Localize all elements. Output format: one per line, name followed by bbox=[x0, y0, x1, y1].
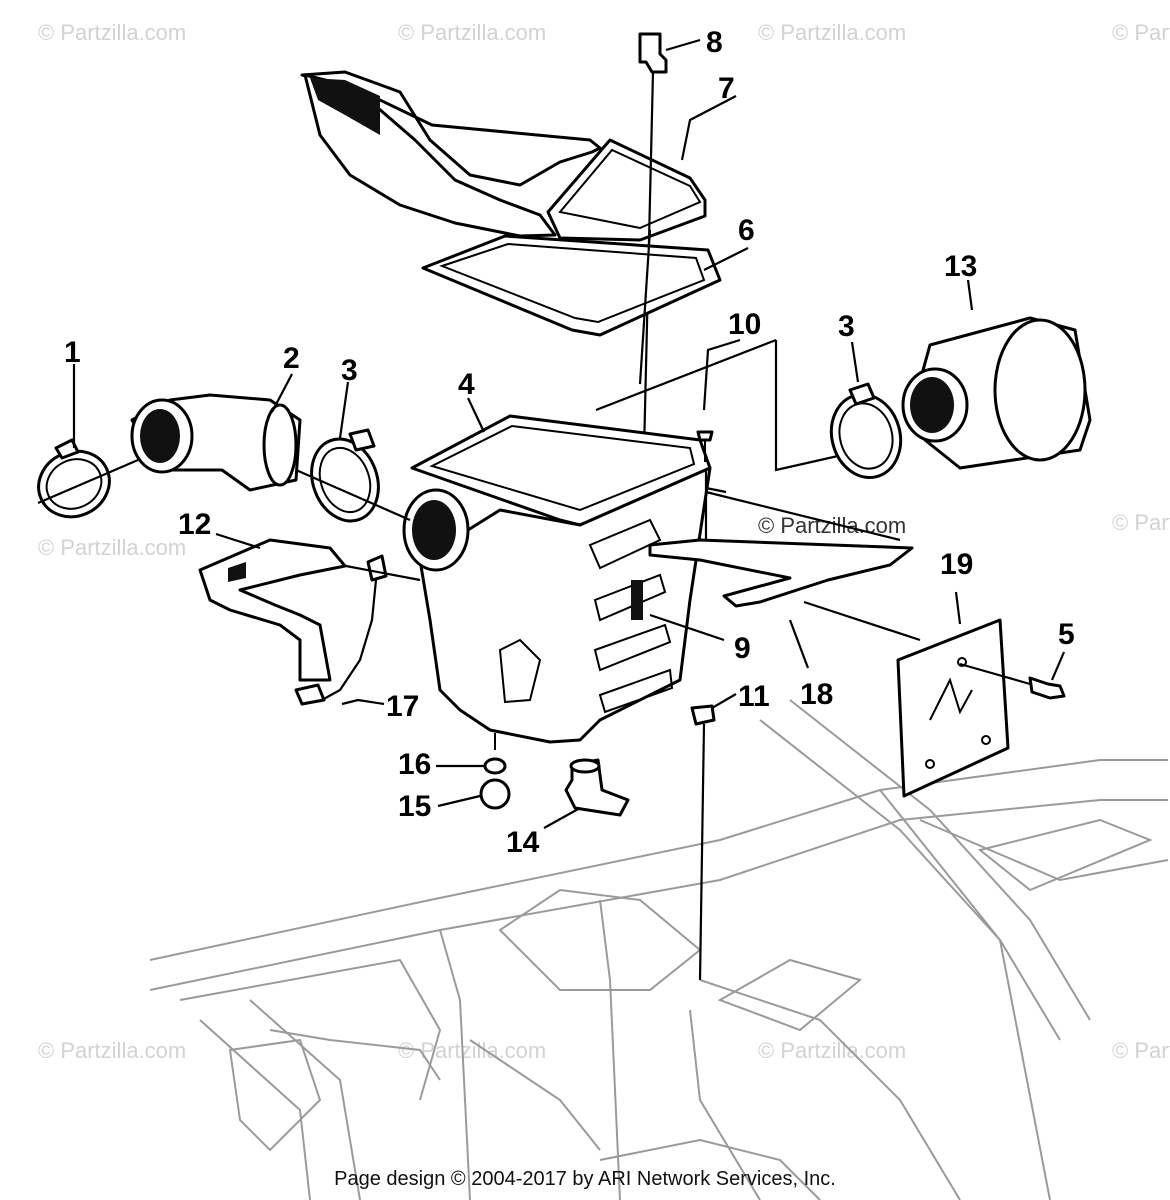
callout-13: 13 bbox=[944, 250, 977, 283]
watermark: © Partzilla.com bbox=[758, 1038, 906, 1063]
callout-18: 18 bbox=[800, 678, 833, 711]
part-9-spring bbox=[631, 580, 643, 620]
watermark: © Partzilla.com bbox=[1112, 510, 1170, 535]
vehicle-frame bbox=[149, 699, 1169, 1200]
part-16-drain-grommet bbox=[483, 757, 507, 775]
assembly-lines bbox=[37, 229, 1031, 981]
callout-3-left: 3 bbox=[341, 354, 358, 387]
watermark: © Partzilla.com bbox=[758, 20, 906, 45]
part-2-intake-boot bbox=[130, 393, 302, 492]
callout-leaders bbox=[72, 38, 1066, 829]
part-3-hose-clamp-right bbox=[829, 382, 903, 480]
callout-12: 12 bbox=[178, 508, 211, 541]
part-6-cover-gasket bbox=[421, 234, 722, 337]
watermark: © Partzilla.com bbox=[398, 20, 546, 45]
callout-10: 10 bbox=[728, 308, 761, 341]
watermark: © Partzilla.com bbox=[1112, 1038, 1170, 1063]
part-4-air-box bbox=[402, 414, 712, 750]
callout-1: 1 bbox=[64, 336, 81, 369]
callout-11: 11 bbox=[738, 680, 770, 713]
part-10-screw bbox=[696, 430, 714, 462]
part-18-bracket bbox=[648, 538, 914, 608]
part-1-hose-clamp bbox=[37, 438, 111, 519]
callout-5: 5 bbox=[1058, 618, 1075, 651]
watermark: © Partzilla.com bbox=[38, 535, 186, 560]
part-11-grommet bbox=[690, 704, 716, 726]
callout-4: 4 bbox=[458, 368, 475, 401]
watermarks: © Partzilla.com © Partzilla.com © Partzi… bbox=[38, 20, 1170, 1063]
part-15-drain-plug bbox=[479, 778, 511, 810]
callout-6: 6 bbox=[738, 214, 755, 247]
callout-16: 16 bbox=[398, 748, 431, 781]
callout-15: 15 bbox=[398, 790, 431, 823]
part-3-hose-clamp-left bbox=[310, 428, 380, 523]
watermark: © Partzilla.com bbox=[38, 20, 186, 45]
part-13-air-filter bbox=[901, 316, 1092, 470]
part-7-intake-cover bbox=[300, 70, 707, 242]
watermark: © Partzilla.com bbox=[38, 1038, 186, 1063]
callout-14: 14 bbox=[506, 826, 540, 859]
callout-numbers: 1 2 3 3 4 5 6 7 8 9 10 11 12 13 14 15 16… bbox=[64, 26, 1075, 859]
part-8-retaining-clip bbox=[638, 32, 668, 74]
part-14-mount-bracket bbox=[564, 758, 630, 817]
callout-19: 19 bbox=[940, 548, 973, 581]
part-5-bolt bbox=[1028, 676, 1066, 700]
callout-7: 7 bbox=[718, 72, 735, 105]
watermark: © Partzilla.com bbox=[1112, 20, 1170, 45]
part-17-clip bbox=[294, 554, 388, 706]
footer-copyright: Page design © 2004-2017 by ARI Network S… bbox=[334, 1168, 836, 1190]
part-19-cover-plate bbox=[896, 618, 1010, 798]
part-12-breather-hose bbox=[198, 538, 347, 682]
callout-9: 9 bbox=[734, 632, 751, 665]
callout-17: 17 bbox=[386, 690, 419, 723]
callout-2: 2 bbox=[283, 342, 300, 375]
callout-8: 8 bbox=[706, 26, 723, 59]
watermark-center: © Partzilla.com bbox=[758, 513, 906, 538]
callout-3-right: 3 bbox=[838, 310, 855, 343]
